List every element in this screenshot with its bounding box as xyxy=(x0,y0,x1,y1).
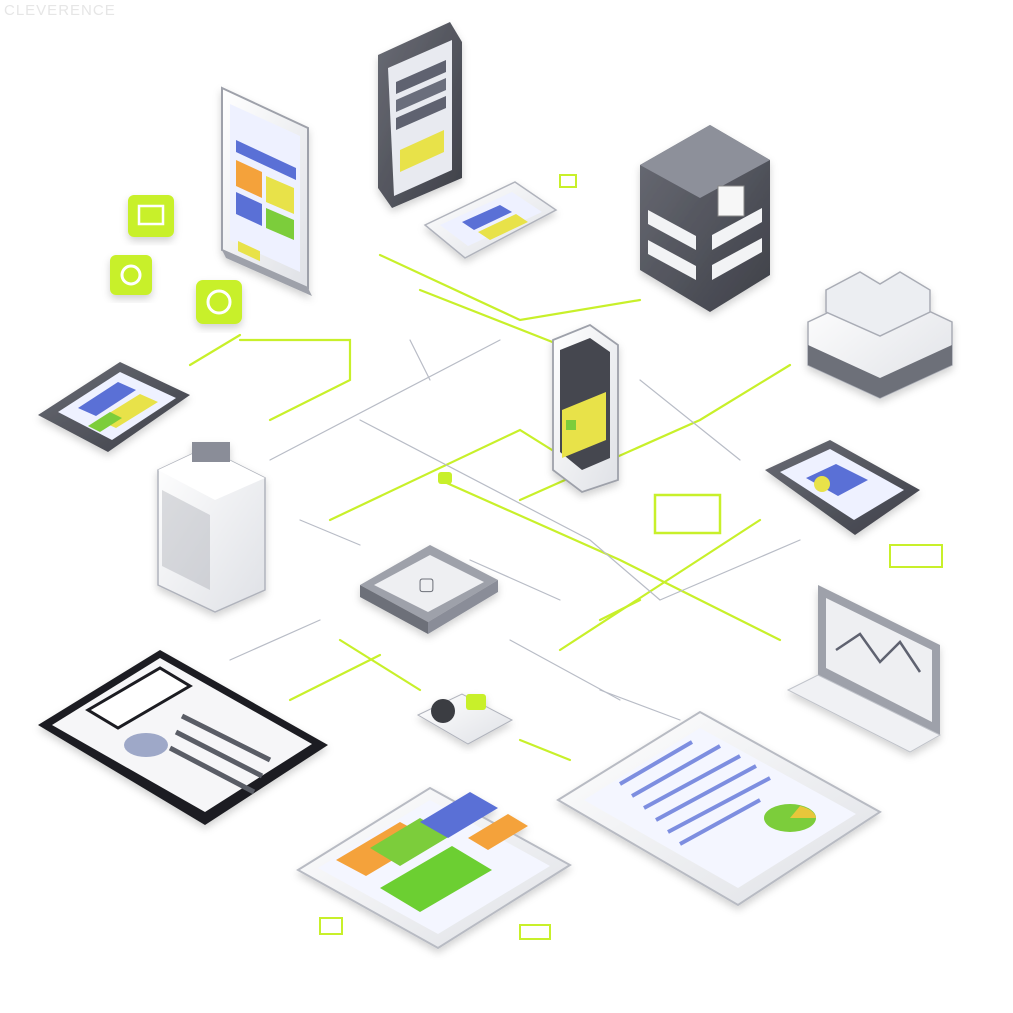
tablet-right-device xyxy=(765,440,920,535)
tablet-landscape-device xyxy=(38,362,190,452)
ring-badge-icon xyxy=(196,280,242,324)
laptop-device xyxy=(786,585,942,753)
camera-node-device xyxy=(416,693,514,745)
svg-text:▢: ▢ xyxy=(418,574,435,595)
smartphone-center-device xyxy=(552,323,619,494)
connector-lines xyxy=(188,253,801,762)
analytics-tablet-device xyxy=(556,710,882,907)
document-tablet-device xyxy=(38,650,328,825)
module-block-device xyxy=(807,271,953,399)
dashboard-tablet-device xyxy=(296,786,572,950)
server-rack-device xyxy=(640,125,770,312)
frame-marker-icon xyxy=(653,493,722,535)
tablet-portrait-device xyxy=(221,86,312,296)
phone-flat-device xyxy=(423,181,558,259)
grid-marker-icon xyxy=(889,544,943,568)
gear-badge-icon xyxy=(110,255,152,295)
smartphone-dark-device xyxy=(378,22,462,208)
accent-markers xyxy=(110,174,943,940)
processor-chip-device: ▢ xyxy=(360,545,498,634)
server-tower-white-device xyxy=(157,442,266,613)
display-badge-icon xyxy=(128,195,174,237)
watermark-text: CLEVERENCE xyxy=(4,2,116,19)
